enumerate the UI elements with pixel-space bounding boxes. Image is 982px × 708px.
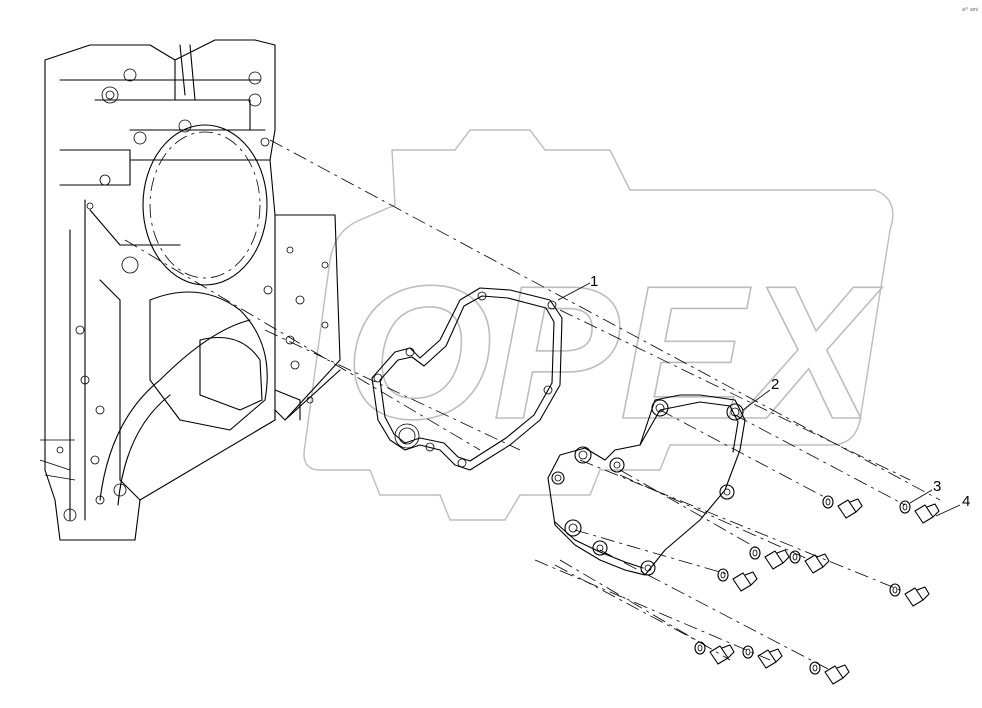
fastener-2: [899, 500, 940, 524]
alignment-lines: [124, 139, 941, 671]
fastener-7: [694, 641, 735, 665]
fastener-1: [822, 495, 863, 519]
engine-block: [39, 39, 341, 541]
gasket: [371, 287, 563, 471]
watermark-gear: [303, 129, 894, 521]
corner-code: a²° ami: [962, 7, 978, 13]
cover: [547, 394, 746, 576]
block-bolt-holes: [56, 68, 329, 522]
fastener-8: [742, 645, 783, 669]
watermark-text: OPEX: [345, 247, 883, 459]
fastener-5: [717, 568, 758, 592]
fastener-3: [749, 546, 790, 570]
fastener-9: [809, 661, 850, 685]
fastener-4: [789, 550, 830, 574]
callouts: 1 2 3 4: [557, 273, 970, 517]
fastener-sets: [694, 495, 940, 685]
callout-2-label: 2: [771, 376, 779, 393]
callout-3-label: 3: [933, 478, 941, 495]
cover-bolt-bosses: [551, 399, 744, 576]
callout-1-label: 1: [590, 273, 598, 290]
watermark-logo: OPEX: [303, 129, 894, 521]
callout-4-leader: [935, 504, 961, 517]
callout-2-leader: [742, 389, 771, 411]
fastener-6: [889, 583, 930, 607]
callout-3-leader: [909, 489, 933, 504]
callout-1-leader: [557, 282, 591, 301]
callout-4-label: 4: [962, 493, 970, 510]
